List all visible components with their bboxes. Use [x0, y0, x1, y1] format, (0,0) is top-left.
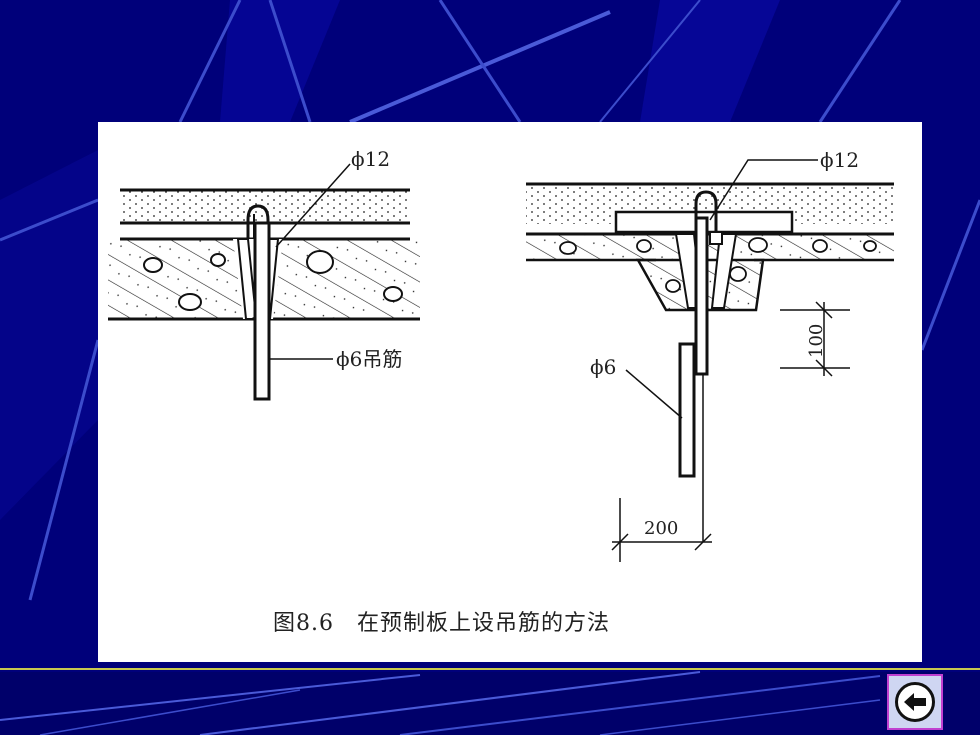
dim-vertical-label: 100 [806, 324, 827, 358]
left-detail: ϕ12 ϕ6吊筋 [108, 147, 420, 401]
left-hanger-label: ϕ6吊筋 [336, 347, 402, 371]
back-icon-ring [895, 682, 935, 722]
back-button[interactable] [887, 674, 943, 730]
diagram-panel: ϕ12 ϕ6吊筋 [98, 122, 922, 662]
arrow-left-icon [904, 693, 926, 711]
right-rebar-label: ϕ12 [820, 148, 859, 172]
dim-horizontal-label: 200 [644, 518, 678, 539]
hanger-bar-diagram: ϕ12 ϕ6吊筋 [108, 147, 894, 562]
right-hanger-label: ϕ6 [590, 355, 616, 379]
right-detail: ϕ12 ϕ6 100 200 [526, 148, 894, 562]
left-rebar-label: ϕ12 [351, 147, 390, 171]
figure-caption: 图8.6 在预制板上设吊筋的方法 [273, 611, 610, 636]
